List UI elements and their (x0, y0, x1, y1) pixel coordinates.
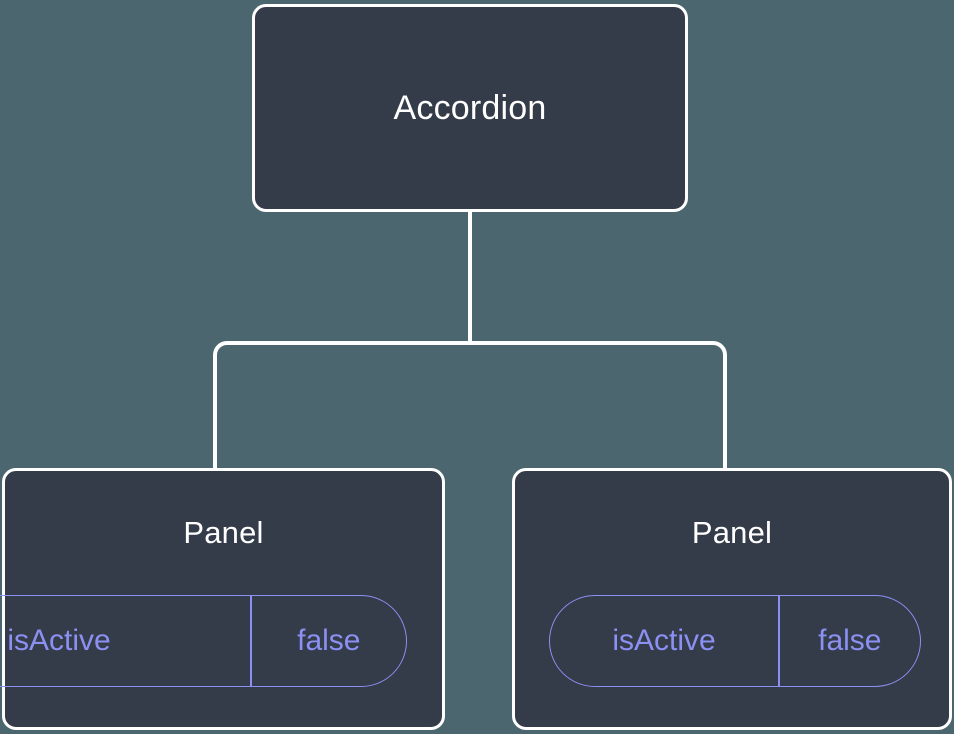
node-panel-0-title: Panel (183, 515, 264, 550)
node-panel-1-title: Panel (691, 515, 773, 550)
state-badge-panel-1-key: isActive (612, 624, 716, 657)
state-badge-panel-1-value: false (818, 624, 882, 657)
state-badge-panel-0-divider (250, 596, 252, 686)
state-badge-panel-0-value: false (297, 624, 361, 657)
node-accordion-title: Accordion (393, 89, 547, 127)
state-badge-panel-1[interactable]: isActive false (549, 595, 921, 687)
state-badge-panel-1-divider (778, 596, 780, 686)
state-badge-panel-0-key: isActive (7, 624, 111, 657)
state-badge-panel-0[interactable]: isActive false (0, 595, 407, 687)
edge-root-to-panel-1 (470, 341, 727, 470)
node-accordion[interactable]: Accordion (252, 4, 688, 212)
edge-root-to-panel-0 (213, 341, 470, 470)
